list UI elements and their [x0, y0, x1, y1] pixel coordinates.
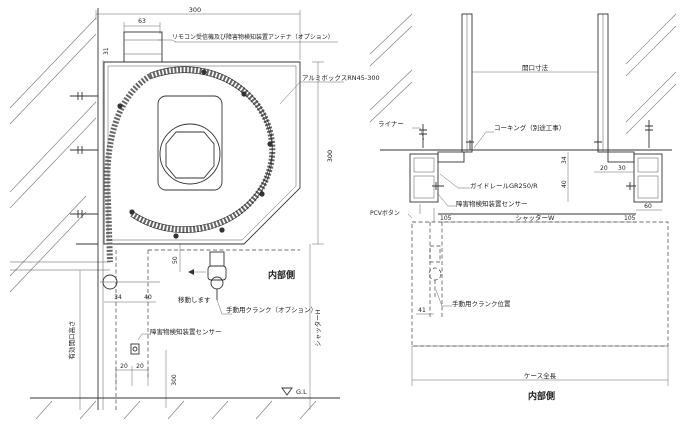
opening-height-label: 有効開口高さ: [67, 321, 76, 360]
dim-34-right-label: 34: [561, 156, 568, 164]
sensor-leader-left: [137, 333, 150, 341]
roller-drum: [157, 95, 223, 191]
move-label: 移動します: [178, 295, 211, 304]
inside-label-right: 内部側: [528, 390, 555, 402]
dim-50-label: 50: [172, 256, 179, 264]
crank-pos-label: 手動用クランク位置: [452, 299, 511, 308]
box-leader: [279, 81, 344, 105]
fixing-screws: [70, 92, 98, 245]
dim-40-right-label: 40: [561, 180, 568, 188]
wall-hatching-left: [9, 17, 110, 293]
crank-position-dashed: [428, 245, 442, 298]
dim-300-low: 300: [165, 350, 178, 408]
dim-60-right: 60: [636, 203, 662, 211]
opening-label: 開口寸法: [522, 63, 549, 72]
pcv-label: PCVボタン: [370, 209, 400, 217]
ground-level: G.L: [30, 387, 340, 420]
caulking-leader: [473, 131, 494, 149]
dim-300-low-label: 300: [171, 374, 178, 386]
shutter-w-label: シャッターW: [516, 213, 556, 222]
dim-34-right: 34: [561, 152, 569, 166]
rolled-slats: [104, 66, 276, 263]
dim-20b-label: 20: [136, 363, 144, 370]
dim-105a-label: 105: [440, 215, 452, 222]
dim-300-side: 300: [312, 61, 334, 245]
sensor-label-left: 障害物検知装置センサー: [150, 327, 222, 336]
case-width-label: ケース全長: [524, 371, 557, 380]
dim-41-right-label: 41: [418, 307, 426, 314]
antenna-block: [123, 31, 163, 63]
crank-label: 手動用クランク（オプション）: [226, 305, 317, 314]
dim-41-right: 41: [416, 307, 434, 315]
motor-octagon: [165, 131, 215, 179]
dim-34-label: 34: [114, 294, 122, 301]
manual-crank: [188, 251, 227, 300]
remote-label: リモコン受信機及び障害物検知装置アンテナ（オプション）: [172, 33, 334, 41]
columns: [461, 13, 609, 153]
dim-105b-label: 105: [624, 215, 636, 222]
case-outline-dashed: [411, 221, 669, 347]
right-screws: [419, 120, 653, 190]
dim-shutter-w: 105 105 シャッターW: [438, 213, 636, 223]
dim-40-label: 40: [144, 294, 152, 301]
box-label: アルミボックスRN45-300: [302, 74, 380, 82]
sensor-symbol: [130, 343, 140, 355]
dim-63-label: 63: [138, 18, 146, 25]
dim-case-width: ケース全長: [411, 346, 669, 386]
gl-label: G.L: [296, 388, 307, 396]
dim-31-label: 31: [103, 47, 110, 55]
dim-20-right-label: 20: [600, 165, 608, 172]
dim-300-top: 300: [95, 6, 301, 60]
wall-hatching-right: [369, 13, 677, 135]
liner-label: ライナー: [378, 120, 404, 128]
aluminium-box: [103, 61, 301, 245]
inside-label-left: 内部側: [268, 269, 295, 281]
sensor-label-right: 障害物検知装置センサー: [456, 199, 528, 208]
motor-circle: [159, 123, 221, 185]
pcv-leader: [407, 213, 413, 219]
dim-20-30-right: 20 30: [594, 165, 634, 173]
sensor-leader-right: [437, 193, 456, 207]
dim-20-pair: 20 20: [115, 363, 149, 386]
dim-50: 50: [172, 244, 181, 272]
caulking-label: コーキング（別途工事）: [494, 123, 565, 132]
dim-40-right: 40: [561, 166, 569, 202]
dim-300-top-label: 300: [189, 6, 201, 14]
right-plan-view: 開口寸法: [369, 13, 677, 402]
dim-opening: 開口寸法: [472, 63, 598, 73]
left-section-view: 300 63 31: [9, 6, 380, 420]
dim-40: 40: [140, 294, 156, 303]
dim-60-right-label: 60: [644, 203, 652, 210]
shutter-h-label: シャッターH: [313, 309, 322, 347]
guide-rail-right: [607, 151, 663, 203]
guide-leader: [439, 173, 470, 189]
dim-300-side-label: 300: [326, 150, 334, 162]
dim-30-right-label: 30: [618, 165, 626, 172]
guide-label: ガイドレールGR250/R: [470, 181, 538, 190]
dim-20a-label: 20: [120, 363, 128, 370]
crank-pos-leader: [435, 289, 452, 307]
guide-rail-left: [409, 151, 465, 203]
crank-leader: [216, 299, 232, 315]
remote-leader: [158, 39, 177, 43]
dim-34: 34: [104, 294, 140, 303]
liner-leader: [412, 127, 425, 141]
